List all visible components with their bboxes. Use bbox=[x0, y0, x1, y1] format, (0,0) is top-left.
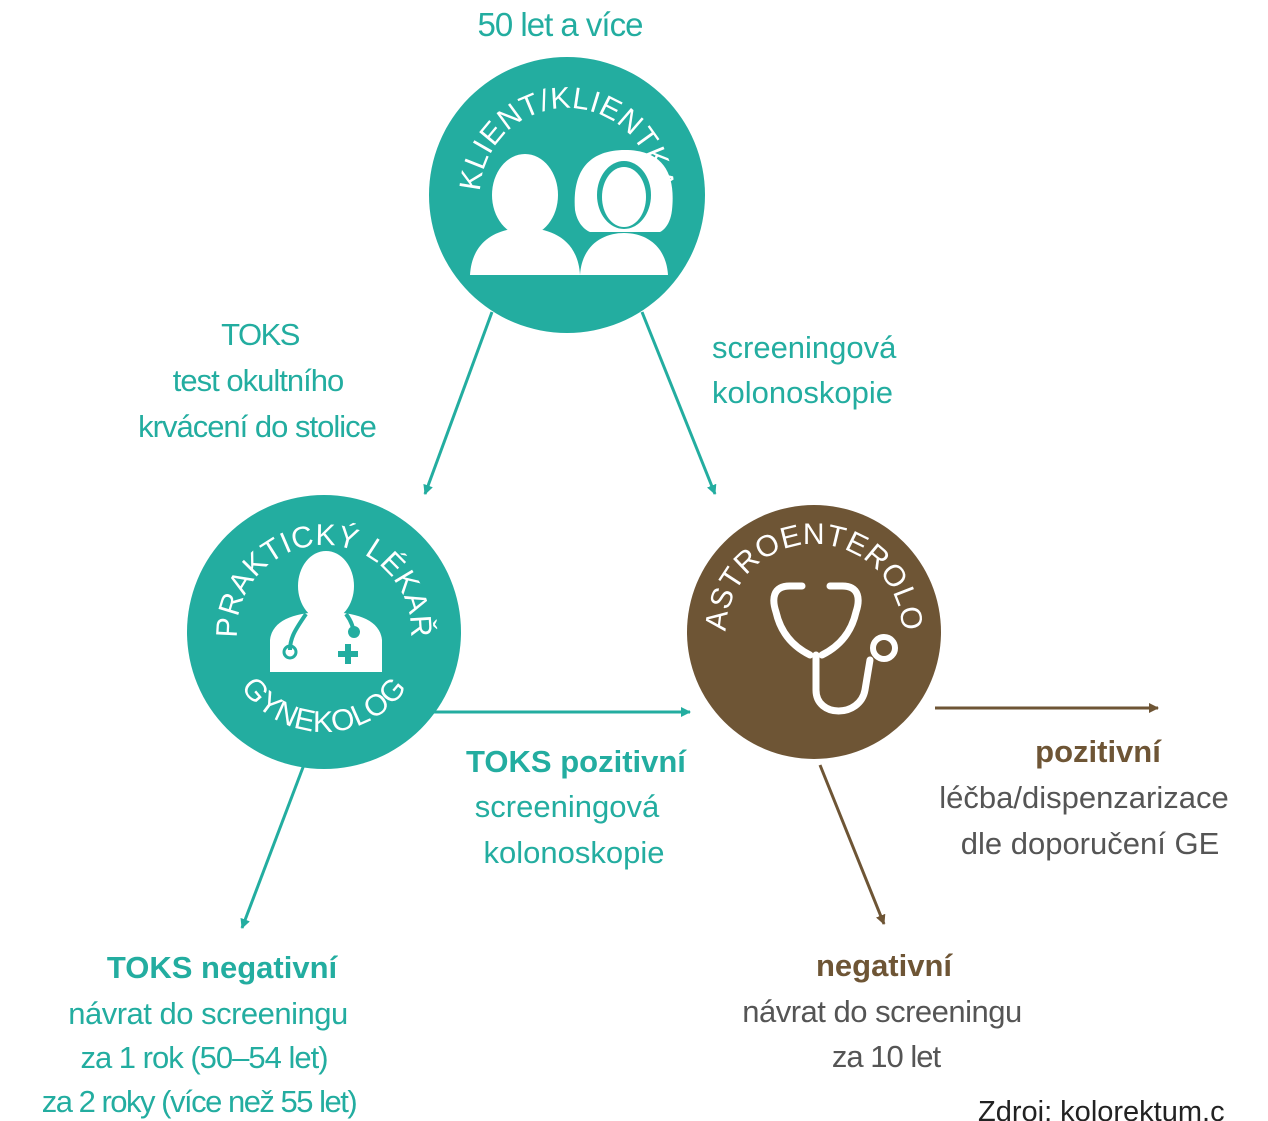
practitioner-node: PRAKTICKÝ LÉKAŘ GYNEKOLOG bbox=[187, 495, 461, 769]
colonoscopy-line1: screeningová bbox=[712, 330, 897, 365]
negative-line2: za 10 let bbox=[832, 1039, 942, 1074]
gastro-circle bbox=[687, 505, 941, 759]
negative-line1: návrat do screeningu bbox=[742, 994, 1022, 1029]
doctor-icon bbox=[270, 551, 382, 672]
arrow-client-to-practitioner bbox=[423, 311, 494, 495]
flow-arrows bbox=[240, 311, 1159, 929]
toks-negative-line1: návrat do screeningu bbox=[68, 996, 348, 1031]
colonoscopy-line2: kolonoskopie bbox=[712, 375, 893, 410]
toks-negative-label: TOKS negativní návrat do screeningu za 1… bbox=[42, 950, 358, 1119]
toks-positive-line2: kolonoskopie bbox=[484, 835, 665, 870]
toks-positive-label: TOKS pozitivní screeningová kolonoskopie bbox=[466, 744, 687, 870]
toks-positive-title: TOKS pozitivní bbox=[466, 744, 687, 779]
toks-desc-line2: krvácení do stolice bbox=[138, 409, 376, 444]
toks-negative-line2: za 1 rok (50–54 let) bbox=[80, 1040, 327, 1075]
toks-negative-title: TOKS negativní bbox=[107, 950, 339, 985]
toks-label: TOKS bbox=[221, 317, 300, 352]
client-age-label: 50 let a více bbox=[478, 6, 643, 43]
positive-line2: dle doporučení GE bbox=[961, 826, 1220, 861]
source-credit: Zdroj: kolorektum.c bbox=[978, 1096, 1225, 1121]
positive-line1: léčba/dispenzarizace bbox=[939, 780, 1229, 815]
svg-text:GASTROENTEROLOG: GASTROENTEROLOG bbox=[0, 0, 929, 632]
gastro-ring-label: GASTROENTEROLOG bbox=[0, 0, 928, 632]
client-node: 50 let a více KLIENT/KLIENTKA bbox=[429, 6, 705, 333]
toks-positive-line1: screeningová bbox=[475, 789, 660, 824]
toks-desc-line1: test okultního bbox=[173, 363, 343, 398]
positive-outcome-label: pozitivní léčba/dispenzarizace dle dopor… bbox=[939, 734, 1229, 861]
toks-negative-line3: za 2 roky (více než 55 let) bbox=[42, 1084, 357, 1119]
positive-title: pozitivní bbox=[1035, 734, 1162, 769]
negative-title: negativní bbox=[816, 948, 953, 983]
arrow-client-to-gastro bbox=[640, 311, 717, 495]
negative-outcome-label: negativní návrat do screeningu za 10 let bbox=[742, 948, 1022, 1074]
arrow-gastro-to-negative bbox=[818, 764, 886, 925]
left-route-label: TOKS test okultního krvácení do stolice bbox=[138, 317, 377, 444]
people-icon bbox=[470, 150, 673, 275]
arrow-practitioner-to-negative bbox=[240, 761, 307, 929]
right-route-label: screeningová kolonoskopie bbox=[712, 330, 897, 410]
stethoscope-icon bbox=[770, 582, 898, 715]
